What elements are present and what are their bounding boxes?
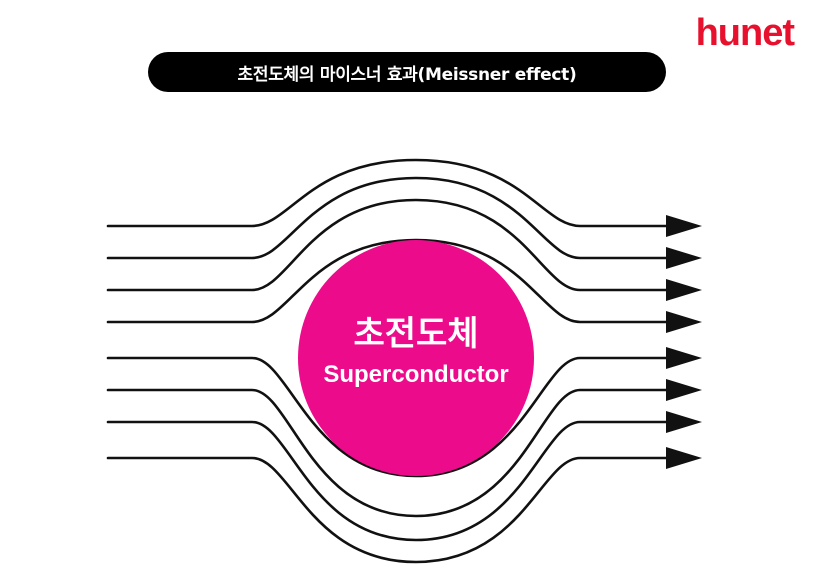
field-line-5 xyxy=(106,356,672,478)
hunet-logo: hunet xyxy=(695,12,795,54)
field-line-7 xyxy=(106,420,672,542)
superconductor-label-en: Superconductor xyxy=(323,360,509,388)
title-banner: 초전도체의 마이스너 효과(Meissner effect) xyxy=(148,52,666,92)
arrowhead-5 xyxy=(666,347,702,369)
arrowhead-1 xyxy=(666,215,702,237)
arrowhead-3 xyxy=(666,279,702,301)
arrowhead-6 xyxy=(666,379,702,401)
superconductor-label-ko: 초전도체 xyxy=(353,314,479,354)
arrowhead-8 xyxy=(666,447,702,469)
field-line-8 xyxy=(106,456,672,564)
field-line-1 xyxy=(106,158,672,228)
arrowhead-2 xyxy=(666,247,702,269)
arrowhead-7 xyxy=(666,411,702,433)
superconductor-circle: 초전도체 Superconductor xyxy=(298,240,534,476)
field-line-6 xyxy=(106,388,672,518)
arrowhead-4 xyxy=(666,311,702,333)
field-line-2 xyxy=(106,176,672,260)
title-text: 초전도체의 마이스너 효과(Meissner effect) xyxy=(237,64,577,85)
field-line-3 xyxy=(106,198,672,292)
